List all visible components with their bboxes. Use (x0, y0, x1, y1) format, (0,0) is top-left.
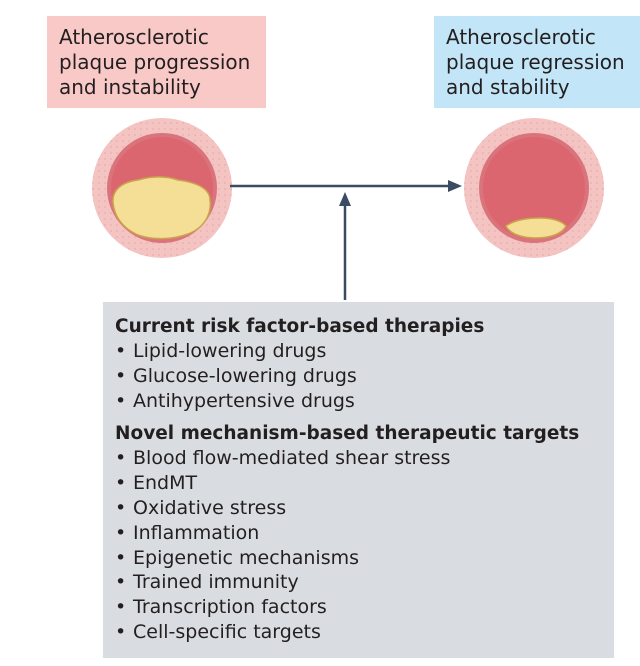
list-item: • Lipid-lowering drugs (115, 339, 602, 364)
list-item-label: Lipid-lowering drugs (133, 340, 327, 362)
regression-label-line-3: and stability (446, 75, 570, 99)
vessel-lumen-right (483, 137, 585, 239)
list-item-label: EndMT (133, 472, 198, 495)
horizontal-arrowhead (448, 180, 462, 192)
list-item: • Inflammation (115, 521, 602, 546)
bullet-icon: • (115, 389, 127, 412)
progression-label-line-2: plaque progression (59, 50, 251, 74)
progression-label-line-1: Atherosclerotic (59, 25, 209, 49)
list-item: • Antihypertensive drugs (115, 389, 602, 414)
list-item: • Cell-specific targets (115, 620, 602, 645)
list-item-label: Transcription factors (133, 596, 327, 619)
bullet-icon: • (115, 472, 127, 495)
progression-label-box: Atherosclerotic plaque progression and i… (47, 16, 266, 108)
bullet-icon: • (115, 546, 127, 569)
bullet-icon: • (115, 521, 127, 544)
regression-label-line-2: plaque regression (446, 50, 625, 74)
plaque-small (505, 217, 567, 239)
novel-targets-list: • Blood flow-mediated shear stress • EndMT… (115, 446, 602, 644)
novel-targets-title: Novel mechanism-based therapeutic target… (115, 423, 580, 445)
bullet-icon: • (115, 596, 127, 619)
vertical-arrowhead (339, 192, 351, 206)
list-item-label: Epigenetic mechanisms (133, 546, 359, 569)
list-item-label: Trained immunity (133, 571, 299, 594)
vessel-stable-plaque (464, 118, 604, 258)
list-item-label: Blood flow-mediated shear stress (133, 447, 451, 470)
therapy-panel: Current risk factor-based therapies • Lip… (103, 302, 614, 658)
bullet-icon: • (115, 571, 127, 594)
list-item-label: Antihypertensive drugs (133, 389, 355, 412)
bullet-icon: • (115, 364, 127, 387)
current-therapies-title: Current risk factor-based therapies (115, 316, 485, 337)
list-item-label: Oxidative stress (133, 496, 287, 519)
current-therapies-list: • Lipid-lowering drugs • Glucose-lowering … (115, 339, 602, 413)
bullet-icon: • (115, 447, 127, 470)
list-item: • Oxidative stress (115, 496, 602, 521)
plaque-large (112, 176, 212, 240)
bullet-icon: • (115, 496, 127, 519)
regression-label-box: Atherosclerotic plaque regression and st… (434, 16, 640, 108)
list-item-label: Glucose-lowering drugs (133, 364, 357, 387)
list-item-label: Cell-specific targets (133, 620, 321, 643)
regression-label-line-1: Atherosclerotic (446, 25, 596, 49)
list-item-label: Inflammation (133, 521, 260, 544)
list-item: • EndMT (115, 471, 602, 496)
progression-label-line-3: and instability (59, 75, 201, 99)
list-item: • Epigenetic mechanisms (115, 546, 602, 571)
bullet-icon: • (115, 620, 127, 643)
list-item: • Glucose-lowering drugs (115, 364, 602, 389)
list-item: • Trained immunity (115, 570, 602, 595)
vessel-unstable-plaque (92, 118, 232, 258)
list-item: • Blood flow-mediated shear stress (115, 446, 602, 471)
transition-arrows (230, 180, 462, 300)
bullet-icon: • (115, 340, 127, 362)
list-item: • Transcription factors (115, 595, 602, 620)
